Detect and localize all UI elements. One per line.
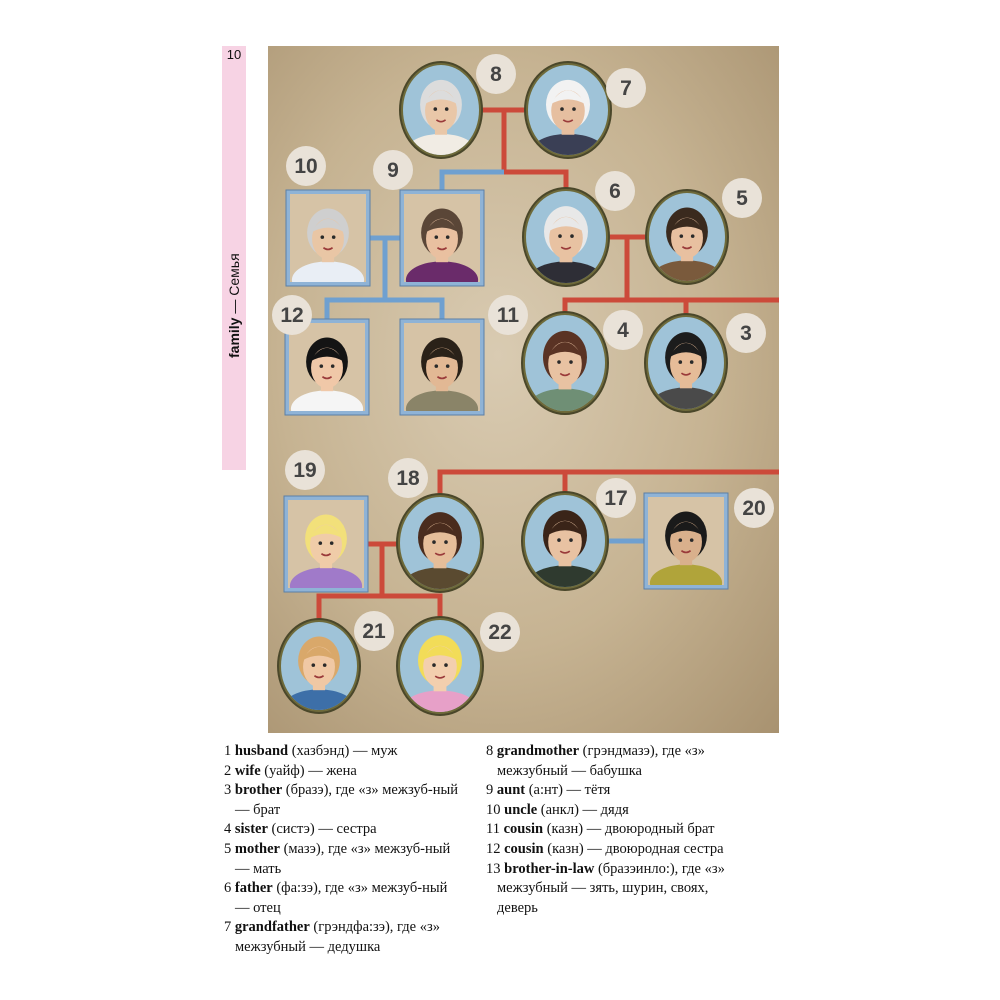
portrait-number: 19 [293, 459, 316, 482]
portrait-22 [396, 616, 484, 716]
portrait-number: 18 [396, 467, 420, 490]
section-title-sep: — [226, 295, 242, 318]
legend-item: 3 brother (бразэ), где «з» межзуб-ный — … [224, 782, 458, 818]
portrait-number: 17 [604, 487, 627, 510]
portrait-number: 3 [740, 322, 752, 345]
section-title-en: family [226, 317, 242, 358]
portrait-number-badge: 18 [388, 458, 428, 498]
legend-item: 6 father (фа:зэ), где «з» межзуб-ный — о… [224, 880, 448, 916]
section-sidebar [222, 46, 246, 470]
family-tree-svg: 8 7 10 9 6 5 12 11 4 3 19 18 17 20 21 22 [272, 54, 779, 716]
portrait-5 [645, 189, 729, 285]
portrait-20 [643, 492, 729, 590]
tree-portraits: 8 7 10 9 6 5 12 11 4 3 19 18 17 20 21 22 [272, 54, 774, 716]
legend-item: 11 cousin (казн) — двоюродный брат [486, 821, 715, 838]
legend-item: 5 mother (мазэ), где «з» межзуб-ный — ма… [224, 840, 451, 877]
portrait-21 [277, 618, 361, 714]
portrait-number: 11 [497, 304, 520, 327]
legend-item: 1 husband (хазбэнд) — муж [224, 743, 398, 759]
portrait-number-badge: 19 [285, 450, 325, 490]
portrait-8 [399, 61, 483, 159]
portrait-3 [644, 313, 728, 413]
section-title-ru: Семья [226, 253, 242, 296]
portrait-number-badge: 9 [373, 150, 413, 190]
legend-item: 4 sister (систэ) — сестра [224, 821, 377, 838]
page-number: 10 [226, 47, 242, 62]
section-title: family — Семья [222, 108, 246, 368]
portrait-number-badge: 8 [476, 54, 516, 94]
portrait-6 [522, 187, 610, 287]
legend-item: 2 wife (уайф) — жена [224, 762, 357, 779]
legend-item: 13 brother-in-law (бразэинло:), где «з» … [486, 860, 725, 916]
portrait-number: 21 [362, 620, 386, 643]
portrait-number-badge: 20 [734, 488, 774, 528]
portrait-number: 8 [490, 63, 502, 86]
legend-item: 12 cousin (казн) — двоюродная сестра [486, 840, 724, 857]
portrait-18 [396, 493, 484, 593]
portrait-number-badge: 21 [354, 611, 394, 651]
family-tree-illustration: 8 7 10 9 6 5 12 11 4 3 19 18 17 20 21 22 [268, 46, 779, 733]
legend-item: 10 uncle (анкл) — дядя [486, 801, 629, 818]
portrait-number: 5 [736, 187, 748, 210]
portrait-number: 20 [742, 497, 765, 520]
portrait-number-badge: 4 [603, 310, 643, 350]
portrait-number-badge: 7 [606, 68, 646, 108]
portrait-number: 12 [280, 304, 303, 327]
portrait-number-badge: 10 [286, 146, 326, 186]
legend-column-2: 8 grandmother (грэндмазэ), где «з» межзу… [486, 742, 736, 918]
portrait-number: 6 [609, 180, 621, 203]
portrait-17 [521, 491, 609, 591]
legend-item: 9 aunt (а:нт) — тётя [486, 782, 611, 799]
portrait-number: 22 [488, 621, 511, 644]
portrait-number-badge: 22 [480, 612, 520, 652]
portrait-19 [283, 495, 369, 593]
portrait-number: 4 [617, 319, 629, 342]
portrait-number-badge: 5 [722, 178, 762, 218]
portrait-number: 9 [387, 159, 399, 182]
portrait-12 [284, 318, 370, 416]
portrait-number-badge: 12 [272, 295, 312, 335]
portrait-9 [399, 189, 485, 287]
portrait-number: 10 [294, 155, 317, 178]
portrait-4 [521, 311, 609, 415]
portrait-number-badge: 11 [488, 295, 528, 335]
portrait-11 [399, 318, 485, 416]
portrait-number-badge: 6 [595, 171, 635, 211]
portrait-7 [524, 61, 612, 159]
legend-item: 7 grandfather (грэндфа:зэ), где «з» межз… [224, 919, 440, 955]
portrait-number: 7 [620, 77, 632, 100]
legend-item: 8 grandmother (грэндмазэ), где «з» межзу… [486, 743, 705, 779]
portrait-10 [285, 189, 371, 287]
portrait-number-badge: 17 [596, 478, 636, 518]
portrait-number-badge: 3 [726, 313, 766, 353]
legend-column-1: 1 husband (хазбэнд) — муж 2 wife (уайф) … [224, 742, 464, 958]
